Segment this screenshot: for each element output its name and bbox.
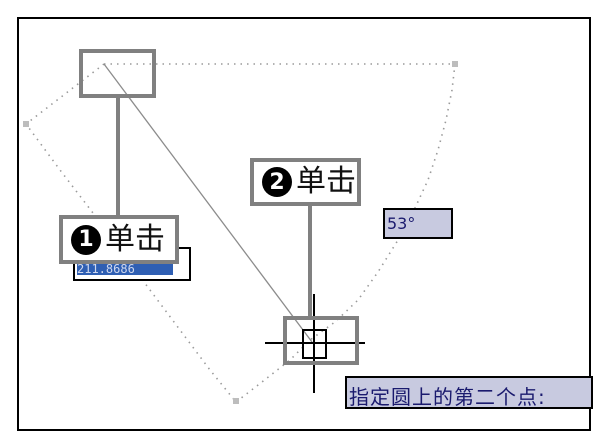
dynamic-input-value[interactable]: 211.8686 bbox=[77, 263, 173, 275]
grip-point[interactable] bbox=[233, 398, 239, 404]
callout-step-1: 1 单击 bbox=[59, 215, 179, 264]
command-prompt-tooltip: 指定圆上的第二个点: bbox=[345, 376, 593, 409]
step-number-badge: 1 bbox=[71, 224, 101, 255]
callout-label: 单击 bbox=[105, 221, 165, 257]
crosshair-cursor bbox=[265, 294, 365, 393]
callout-label: 单击 bbox=[296, 164, 356, 199]
callout-step-2: 2 单击 bbox=[250, 158, 361, 206]
rubber-band-line bbox=[103, 63, 313, 343]
angle-tooltip: 53° bbox=[383, 208, 453, 239]
preview-arc-left-dotted bbox=[24, 63, 237, 403]
grip-point[interactable] bbox=[452, 61, 458, 67]
pickbox-icon bbox=[302, 329, 327, 359]
second-point-highlight bbox=[283, 316, 359, 365]
grip-point[interactable] bbox=[23, 121, 29, 127]
step-number-badge: 2 bbox=[262, 167, 292, 197]
first-point-highlight bbox=[79, 49, 156, 98]
